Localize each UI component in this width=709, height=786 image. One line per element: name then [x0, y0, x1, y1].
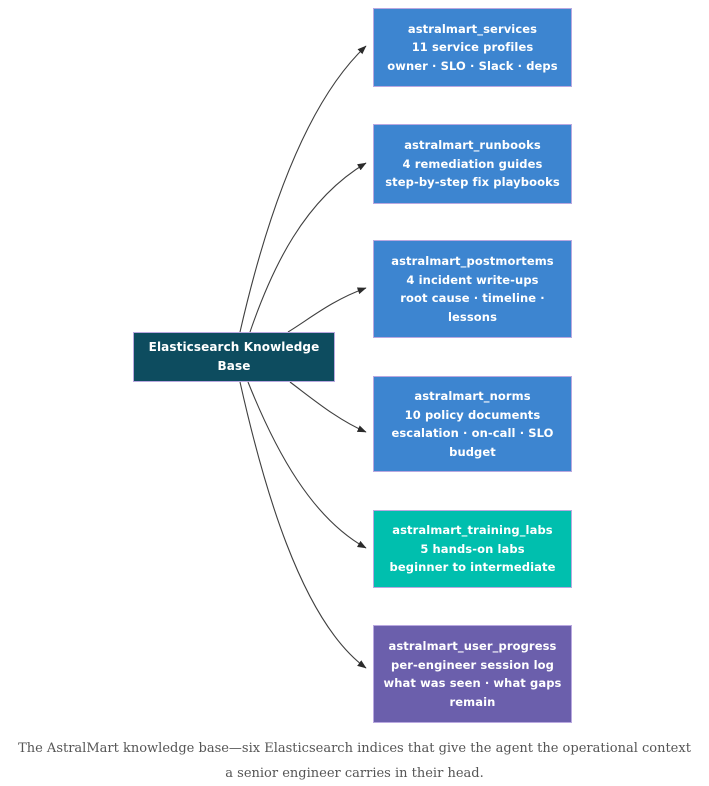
node-elasticsearch-knowledge-base[interactable]: Elasticsearch Knowledge Base	[133, 332, 335, 382]
edge-hub-to-services	[239, 45, 367, 333]
node-count: 4 incident write-ups	[406, 272, 539, 287]
hub-label-line-1: Elasticsearch Knowledge	[148, 340, 320, 354]
node-detail: root cause · timeline · lessons	[400, 291, 545, 324]
node-count: 4 remediation guides	[402, 156, 543, 171]
node-astralmart-services[interactable]: astralmart_services 11 service profiles …	[373, 8, 572, 87]
figure-caption: The AstralMart knowledge base—six Elasti…	[18, 741, 691, 781]
node-astralmart-runbooks[interactable]: astralmart_runbooks 4 remediation guides…	[373, 124, 572, 204]
edge-hub-to-user-progress	[239, 381, 367, 669]
node-detail: step-by-step fix playbooks	[385, 175, 560, 190]
node-astralmart-user-progress[interactable]: astralmart_user_progress per-engineer se…	[373, 625, 572, 723]
node-count: 11 service profiles	[411, 40, 534, 55]
node-title: astralmart_training_labs	[392, 523, 553, 538]
node-astralmart-postmortems[interactable]: astralmart_postmortems 4 incident write-…	[373, 240, 572, 338]
node-count: 10 policy documents	[404, 407, 541, 422]
node-astralmart-training-labs[interactable]: astralmart_training_labs 5 hands-on labs…	[373, 510, 572, 588]
node-detail: beginner to intermediate	[389, 560, 556, 575]
hub-label-line-2: Base	[217, 359, 251, 373]
edge-layer	[239, 45, 367, 669]
node-title: astralmart_norms	[414, 389, 531, 403]
knowledge-base-diagram: Elasticsearch Knowledge Base astralmart_…	[133, 8, 572, 723]
node-count: 5 hands-on labs	[420, 541, 525, 556]
node-title: astralmart_runbooks	[404, 138, 541, 153]
node-title: astralmart_services	[407, 21, 538, 36]
node-count: per-engineer session log	[391, 657, 554, 672]
node-title: astralmart_user_progress	[388, 639, 557, 653]
edge-hub-to-norms	[289, 381, 367, 433]
edge-hub-to-runbooks	[249, 162, 367, 333]
node-title: astralmart_postmortems	[391, 254, 554, 268]
node-astralmart-norms[interactable]: astralmart_norms 10 policy documents esc…	[373, 376, 572, 472]
edge-hub-to-postmortems	[287, 287, 367, 333]
node-detail: owner · SLO · Slack · deps	[387, 58, 558, 73]
node-detail: what was seen · what gaps remain	[383, 676, 562, 709]
node-detail: escalation · on-call · SLO budget	[391, 426, 554, 459]
edge-hub-to-training-labs	[247, 381, 367, 549]
